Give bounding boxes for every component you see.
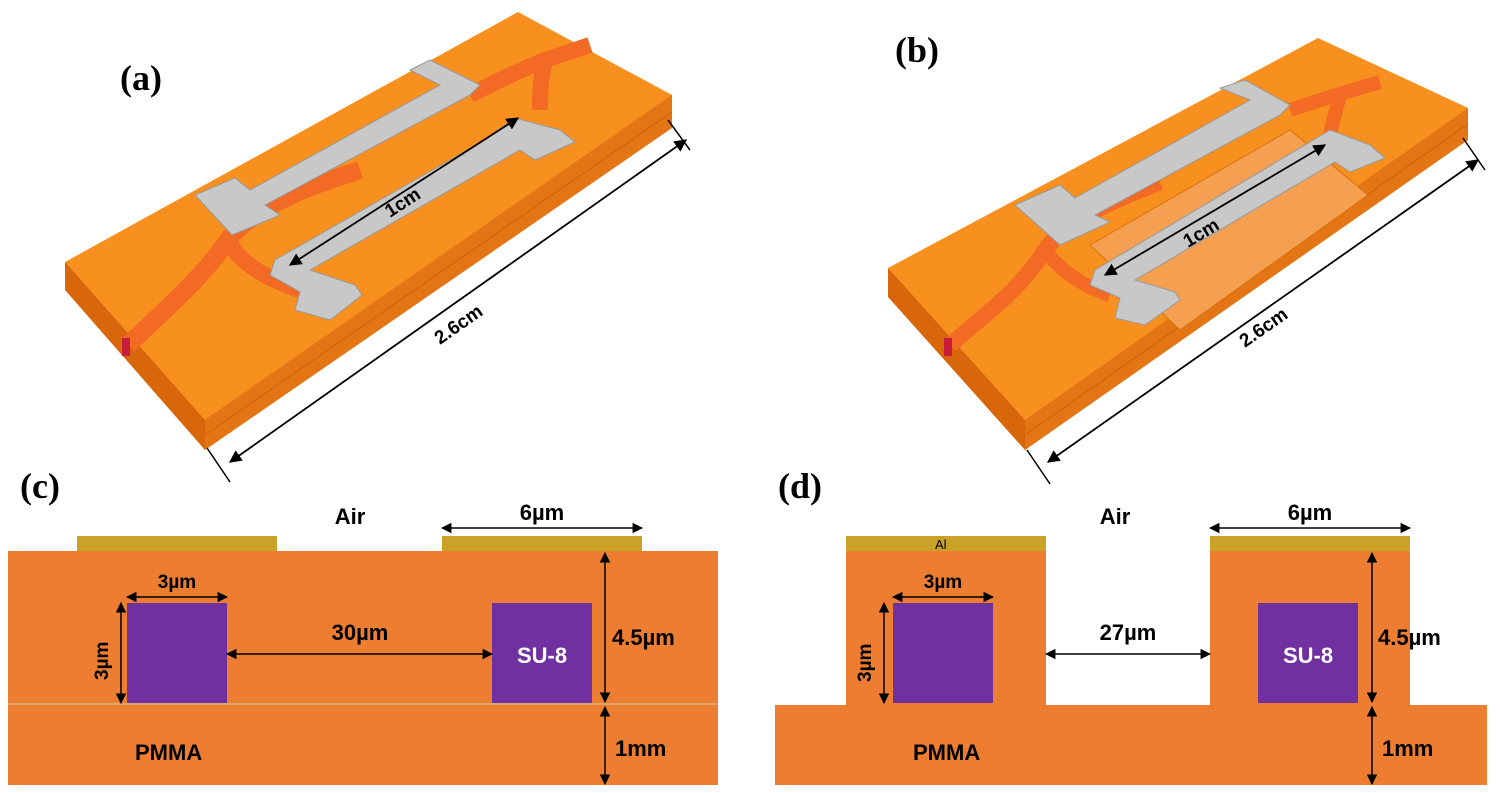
electrode-left [846,536,1046,551]
core-width-label: 3µm [158,572,196,593]
panel-label: (d) [778,466,822,506]
outer-length-arrow [228,139,688,463]
cladding-height-label: 4.5µm [1378,625,1441,650]
cladding-height-label: 4.5µm [612,625,675,650]
gap-label: 27µm [1100,620,1157,645]
electrode-left [77,536,277,551]
air-label: Air [335,504,366,529]
air-label: Air [1100,504,1131,529]
panel-label: (c) [20,466,60,506]
substrate [775,705,1487,785]
core-right [1258,603,1358,703]
chip-front-face [65,262,205,450]
substrate-label: PMMA [913,740,980,765]
panel-b: (b) 1cm 2.6cm [888,30,1486,485]
outer-length-arrow [1046,159,1480,463]
cladding [8,551,718,703]
substrate-label: PMMA [135,740,202,765]
panel-d: (d) Al Air 6µm 3µm 3µm 27µm SU-8 4.5µm 1… [775,466,1487,786]
substrate-thickness-label: 1mm [1382,736,1433,761]
gap-label: 30µm [332,620,389,645]
panel-a: (a) 1cm 2.6cm [65,12,691,483]
panel-c: (c) Air 6µm 3µm 3µm 30µm SU-8 4.5µm 1mm … [8,466,718,786]
substrate-thickness-label: 1mm [615,736,666,761]
substrate [8,705,718,785]
panel-label: (a) [120,58,162,98]
electrode-right [1210,536,1410,551]
core-left [893,603,993,703]
panel-label: (b) [895,30,939,70]
electrode-width-label: 6µm [1288,500,1332,525]
core-height-label: 3µm [92,642,113,680]
core-width-label: 3µm [924,572,962,593]
outer-length-label: 2.6cm [431,301,487,349]
electrode-material-label: Al [935,537,947,552]
electrode-width-label: 6µm [520,500,564,525]
core-right [492,603,592,703]
core-left [127,603,227,703]
core-material-label: SU-8 [517,643,567,668]
electrode-right [442,536,642,551]
core-material-label: SU-8 [1283,643,1333,668]
core-height-label: 3µm [855,644,876,682]
